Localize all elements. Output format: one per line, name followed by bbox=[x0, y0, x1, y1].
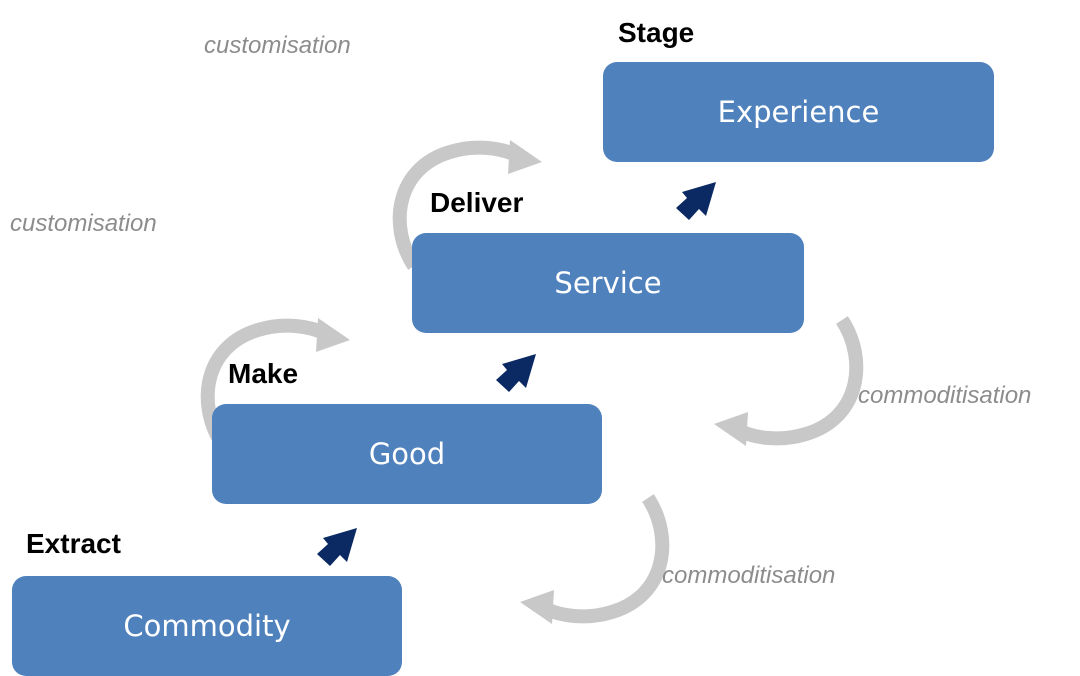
verb-extract: Extract bbox=[26, 528, 121, 559]
box-service: Service bbox=[412, 233, 804, 333]
box-good-label: Good bbox=[368, 437, 446, 471]
commoditisation-lower-cycle-arrow-icon bbox=[520, 498, 662, 624]
label-customisation-lower: customisation bbox=[10, 210, 157, 237]
verb-stage: Stage bbox=[618, 17, 695, 48]
commoditisation-upper-cycle-arrow-icon bbox=[714, 320, 856, 446]
box-good: Good bbox=[212, 404, 602, 504]
good-to-service-arrow-icon bbox=[496, 354, 536, 392]
commodity-to-good-arrow-icon bbox=[317, 528, 357, 566]
box-service-label: Service bbox=[554, 266, 662, 300]
box-experience-label: Experience bbox=[717, 95, 880, 129]
box-commodity: Commodity bbox=[12, 576, 402, 676]
label-customisation-upper: customisation bbox=[204, 32, 351, 59]
verb-deliver: Deliver bbox=[430, 187, 524, 218]
service-to-experience-arrow-icon bbox=[676, 182, 716, 220]
label-commoditisation-lower: commoditisation bbox=[662, 562, 836, 589]
box-experience: Experience bbox=[603, 62, 994, 162]
box-commodity-label: Commodity bbox=[123, 609, 291, 643]
label-commoditisation-upper: commoditisation bbox=[858, 382, 1032, 409]
verb-make: Make bbox=[228, 358, 299, 389]
